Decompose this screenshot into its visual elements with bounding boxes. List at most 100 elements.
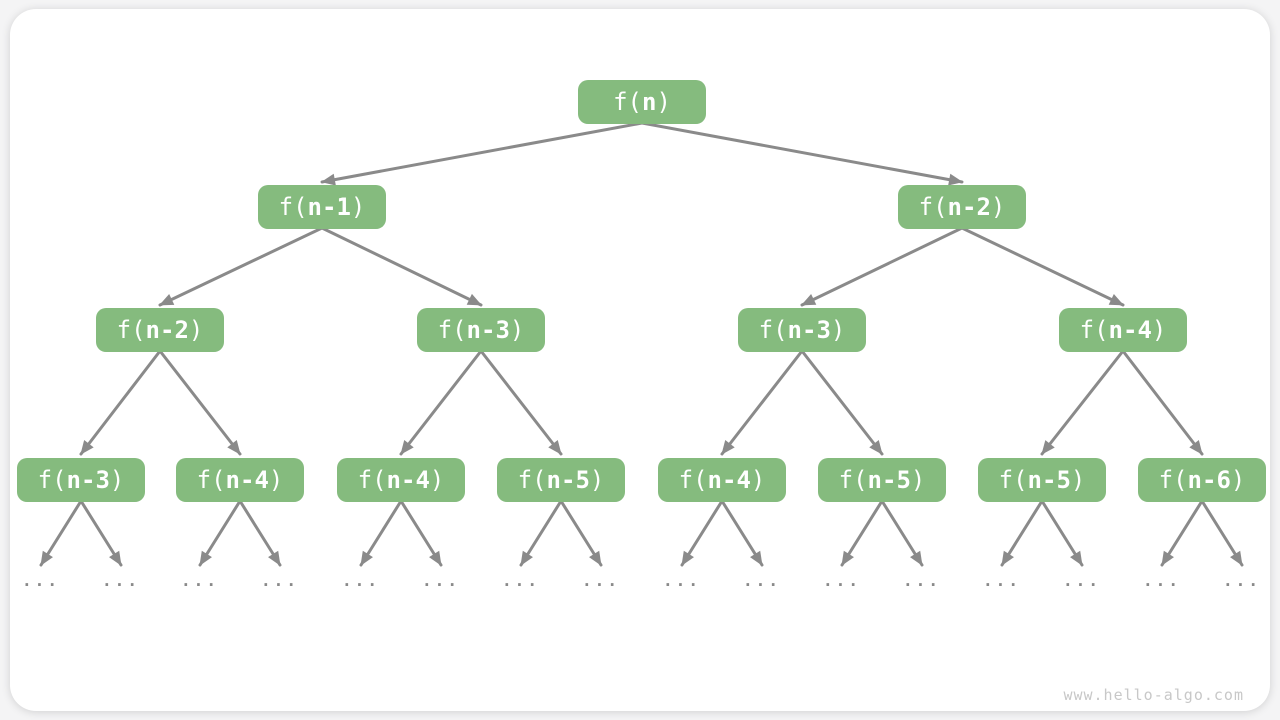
node-label: f( xyxy=(998,466,1028,494)
node-label: f( xyxy=(838,466,868,494)
edge-leaf xyxy=(720,499,764,567)
node-label-arg: n-3 xyxy=(787,316,831,344)
edge-root-right xyxy=(640,121,964,186)
leaf-ellipsis: ... xyxy=(181,571,219,590)
leaf-ellipsis: ... xyxy=(502,571,540,590)
node-label: f( xyxy=(678,466,708,494)
edge-leaf xyxy=(399,499,443,567)
node-label: f( xyxy=(1079,316,1109,344)
tree-node: f(n-1) xyxy=(258,185,386,229)
edge-leaf xyxy=(1200,499,1244,567)
node-label: f( xyxy=(278,193,308,221)
tree-node: f(n-3) xyxy=(417,308,545,352)
node-label: f( xyxy=(517,466,547,494)
edge-leaf xyxy=(1160,499,1204,567)
edge xyxy=(1121,349,1204,456)
tree-node: f(n-5) xyxy=(818,458,946,502)
tree-node: f(n-5) xyxy=(978,458,1106,502)
edge-leaf xyxy=(238,499,282,567)
node-label-arg: n-4 xyxy=(1108,316,1152,344)
edge xyxy=(79,349,162,456)
tree-node-root: f(n) xyxy=(578,80,706,124)
leaf-ellipsis: ... xyxy=(261,571,299,590)
node-label-arg: n-2 xyxy=(145,316,189,344)
node-label: f( xyxy=(357,466,387,494)
leaf-ellipsis: ... xyxy=(422,571,460,590)
edge xyxy=(479,349,563,456)
leaf-ellipsis: ... xyxy=(102,571,140,590)
node-label: ) xyxy=(509,316,525,344)
edge xyxy=(158,349,242,456)
edge-leaf xyxy=(559,499,603,567)
edge xyxy=(1040,349,1125,456)
node-label-arg: n-3 xyxy=(66,466,110,494)
edge-root-left xyxy=(320,121,644,186)
node-label: f( xyxy=(1158,466,1188,494)
node-label-arg: n-5 xyxy=(546,466,590,494)
node-label: ) xyxy=(990,193,1006,221)
node-label-arg: n-1 xyxy=(307,193,351,221)
node-label: ) xyxy=(656,88,671,116)
leaf-ellipsis: ... xyxy=(1063,571,1101,590)
tree-node: f(n-2) xyxy=(96,308,224,352)
edge xyxy=(320,226,483,307)
node-label: ) xyxy=(188,316,204,344)
leaf-ellipsis: ... xyxy=(983,571,1021,590)
node-label: ) xyxy=(1151,316,1167,344)
edge-leaf xyxy=(39,499,83,567)
node-label: ) xyxy=(750,466,766,494)
node-label: f( xyxy=(116,316,146,344)
leaf-ellipsis: ... xyxy=(1223,571,1261,590)
node-label: ) xyxy=(268,466,284,494)
node-label: ) xyxy=(1070,466,1086,494)
tree-node: f(n-3) xyxy=(738,308,866,352)
node-label-arg: n-4 xyxy=(225,466,269,494)
edge-leaf xyxy=(359,499,403,567)
tree-node: f(n-4) xyxy=(337,458,465,502)
node-label: ) xyxy=(429,466,445,494)
edge-leaf xyxy=(79,499,123,567)
node-label-arg: n-2 xyxy=(947,193,991,221)
leaf-ellipsis: ... xyxy=(903,571,941,590)
edge-leaf xyxy=(1040,499,1084,567)
node-label: f( xyxy=(437,316,467,344)
node-label: ) xyxy=(830,316,846,344)
node-label: ) xyxy=(910,466,926,494)
figure-card xyxy=(10,9,1270,711)
leaf-ellipsis: ... xyxy=(22,571,60,590)
edge-leaf xyxy=(519,499,563,567)
edge-leaf xyxy=(880,499,924,567)
edge-leaf xyxy=(840,499,884,567)
node-label-arg: n-5 xyxy=(867,466,911,494)
leaf-ellipsis: ... xyxy=(582,571,620,590)
edge-leaf xyxy=(1000,499,1044,567)
node-label-arg: n-6 xyxy=(1187,466,1231,494)
node-label-arg: n-4 xyxy=(707,466,751,494)
edge xyxy=(158,226,324,307)
leaf-ellipsis: ... xyxy=(342,571,380,590)
tree-node: f(n-5) xyxy=(497,458,625,502)
edge xyxy=(800,349,884,456)
node-label: ) xyxy=(350,193,366,221)
node-label: f( xyxy=(918,193,948,221)
node-label: ) xyxy=(109,466,125,494)
watermark: www.hello-algo.com xyxy=(1063,686,1244,704)
leaf-ellipsis: ... xyxy=(743,571,781,590)
node-label-arg: n-4 xyxy=(386,466,430,494)
leaf-ellipsis: ... xyxy=(663,571,701,590)
leaf-ellipsis: ... xyxy=(1143,571,1181,590)
tree-node: f(n-2) xyxy=(898,185,1026,229)
node-label: f( xyxy=(37,466,67,494)
edge-leaf xyxy=(680,499,724,567)
edge xyxy=(720,349,804,456)
edge-leaf xyxy=(198,499,242,567)
tree-node: f(n-4) xyxy=(176,458,304,502)
node-label: f( xyxy=(613,88,642,116)
node-label: f( xyxy=(758,316,788,344)
node-label: f( xyxy=(196,466,226,494)
tree-node: f(n-6) xyxy=(1138,458,1266,502)
node-label-arg: n-3 xyxy=(466,316,510,344)
node-label-arg: n-5 xyxy=(1027,466,1071,494)
